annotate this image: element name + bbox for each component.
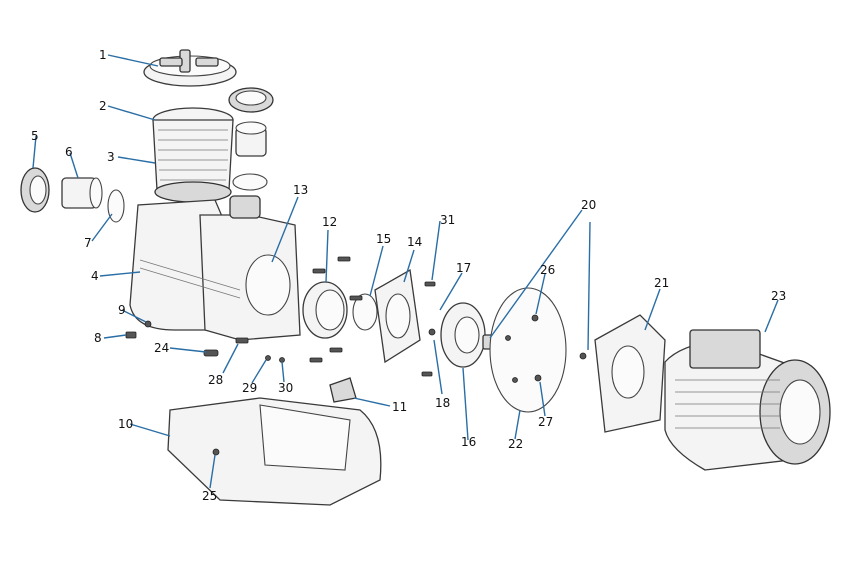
callout-30: 30 (278, 381, 293, 395)
callout-labels: 1 2 3 4 5 6 7 8 9 10 11 12 13 14 15 16 1… (31, 48, 786, 503)
union-nut-top (228, 87, 274, 113)
callout-23: 23 (771, 289, 786, 303)
strainer-lid (143, 49, 237, 87)
callout-8: 8 (94, 331, 102, 345)
callout-2: 2 (99, 99, 107, 113)
gasket-bolts (505, 314, 542, 383)
strainer-basket (152, 107, 234, 203)
callout-4: 4 (91, 269, 99, 283)
callout-24: 24 (154, 341, 169, 355)
leader-lines (32, 54, 779, 489)
callout-20: 20 (581, 198, 596, 212)
callout-16: 16 (461, 435, 476, 449)
impeller (440, 302, 494, 368)
fasteners (125, 256, 587, 377)
callout-13: 13 (293, 183, 308, 197)
callout-10: 10 (118, 417, 133, 431)
callout-21: 21 (654, 276, 669, 290)
callout-28: 28 (208, 373, 223, 387)
callout-14: 14 (407, 235, 422, 249)
callout-1: 1 (99, 48, 107, 62)
gasket (489, 287, 567, 413)
callout-26: 26 (540, 263, 555, 277)
seal-plate (374, 268, 421, 364)
callout-18: 18 (435, 396, 450, 410)
callout-9: 9 (118, 303, 126, 317)
callout-3: 3 (107, 150, 115, 164)
callout-5: 5 (31, 129, 39, 143)
callout-12: 12 (322, 215, 337, 229)
seal-ring (352, 293, 378, 331)
callout-15: 15 (376, 232, 391, 246)
callout-25: 25 (202, 489, 217, 503)
union-nut-left (20, 167, 50, 213)
pump-body (129, 195, 301, 341)
callout-31: 31 (440, 213, 455, 227)
callout-6: 6 (65, 145, 73, 159)
callout-22: 22 (508, 437, 523, 451)
callout-7: 7 (84, 236, 92, 250)
callout-11: 11 (392, 400, 407, 414)
union-tail-left (61, 177, 103, 209)
motor-bracket (594, 314, 666, 433)
o-ring-top (232, 173, 268, 191)
callout-29: 29 (242, 381, 257, 395)
callout-27: 27 (538, 415, 553, 429)
pump-base (167, 397, 382, 506)
diffuser (302, 281, 348, 339)
union-tail-top (235, 121, 267, 157)
motor (664, 329, 831, 471)
callout-17: 17 (456, 261, 471, 275)
clip (329, 377, 357, 403)
